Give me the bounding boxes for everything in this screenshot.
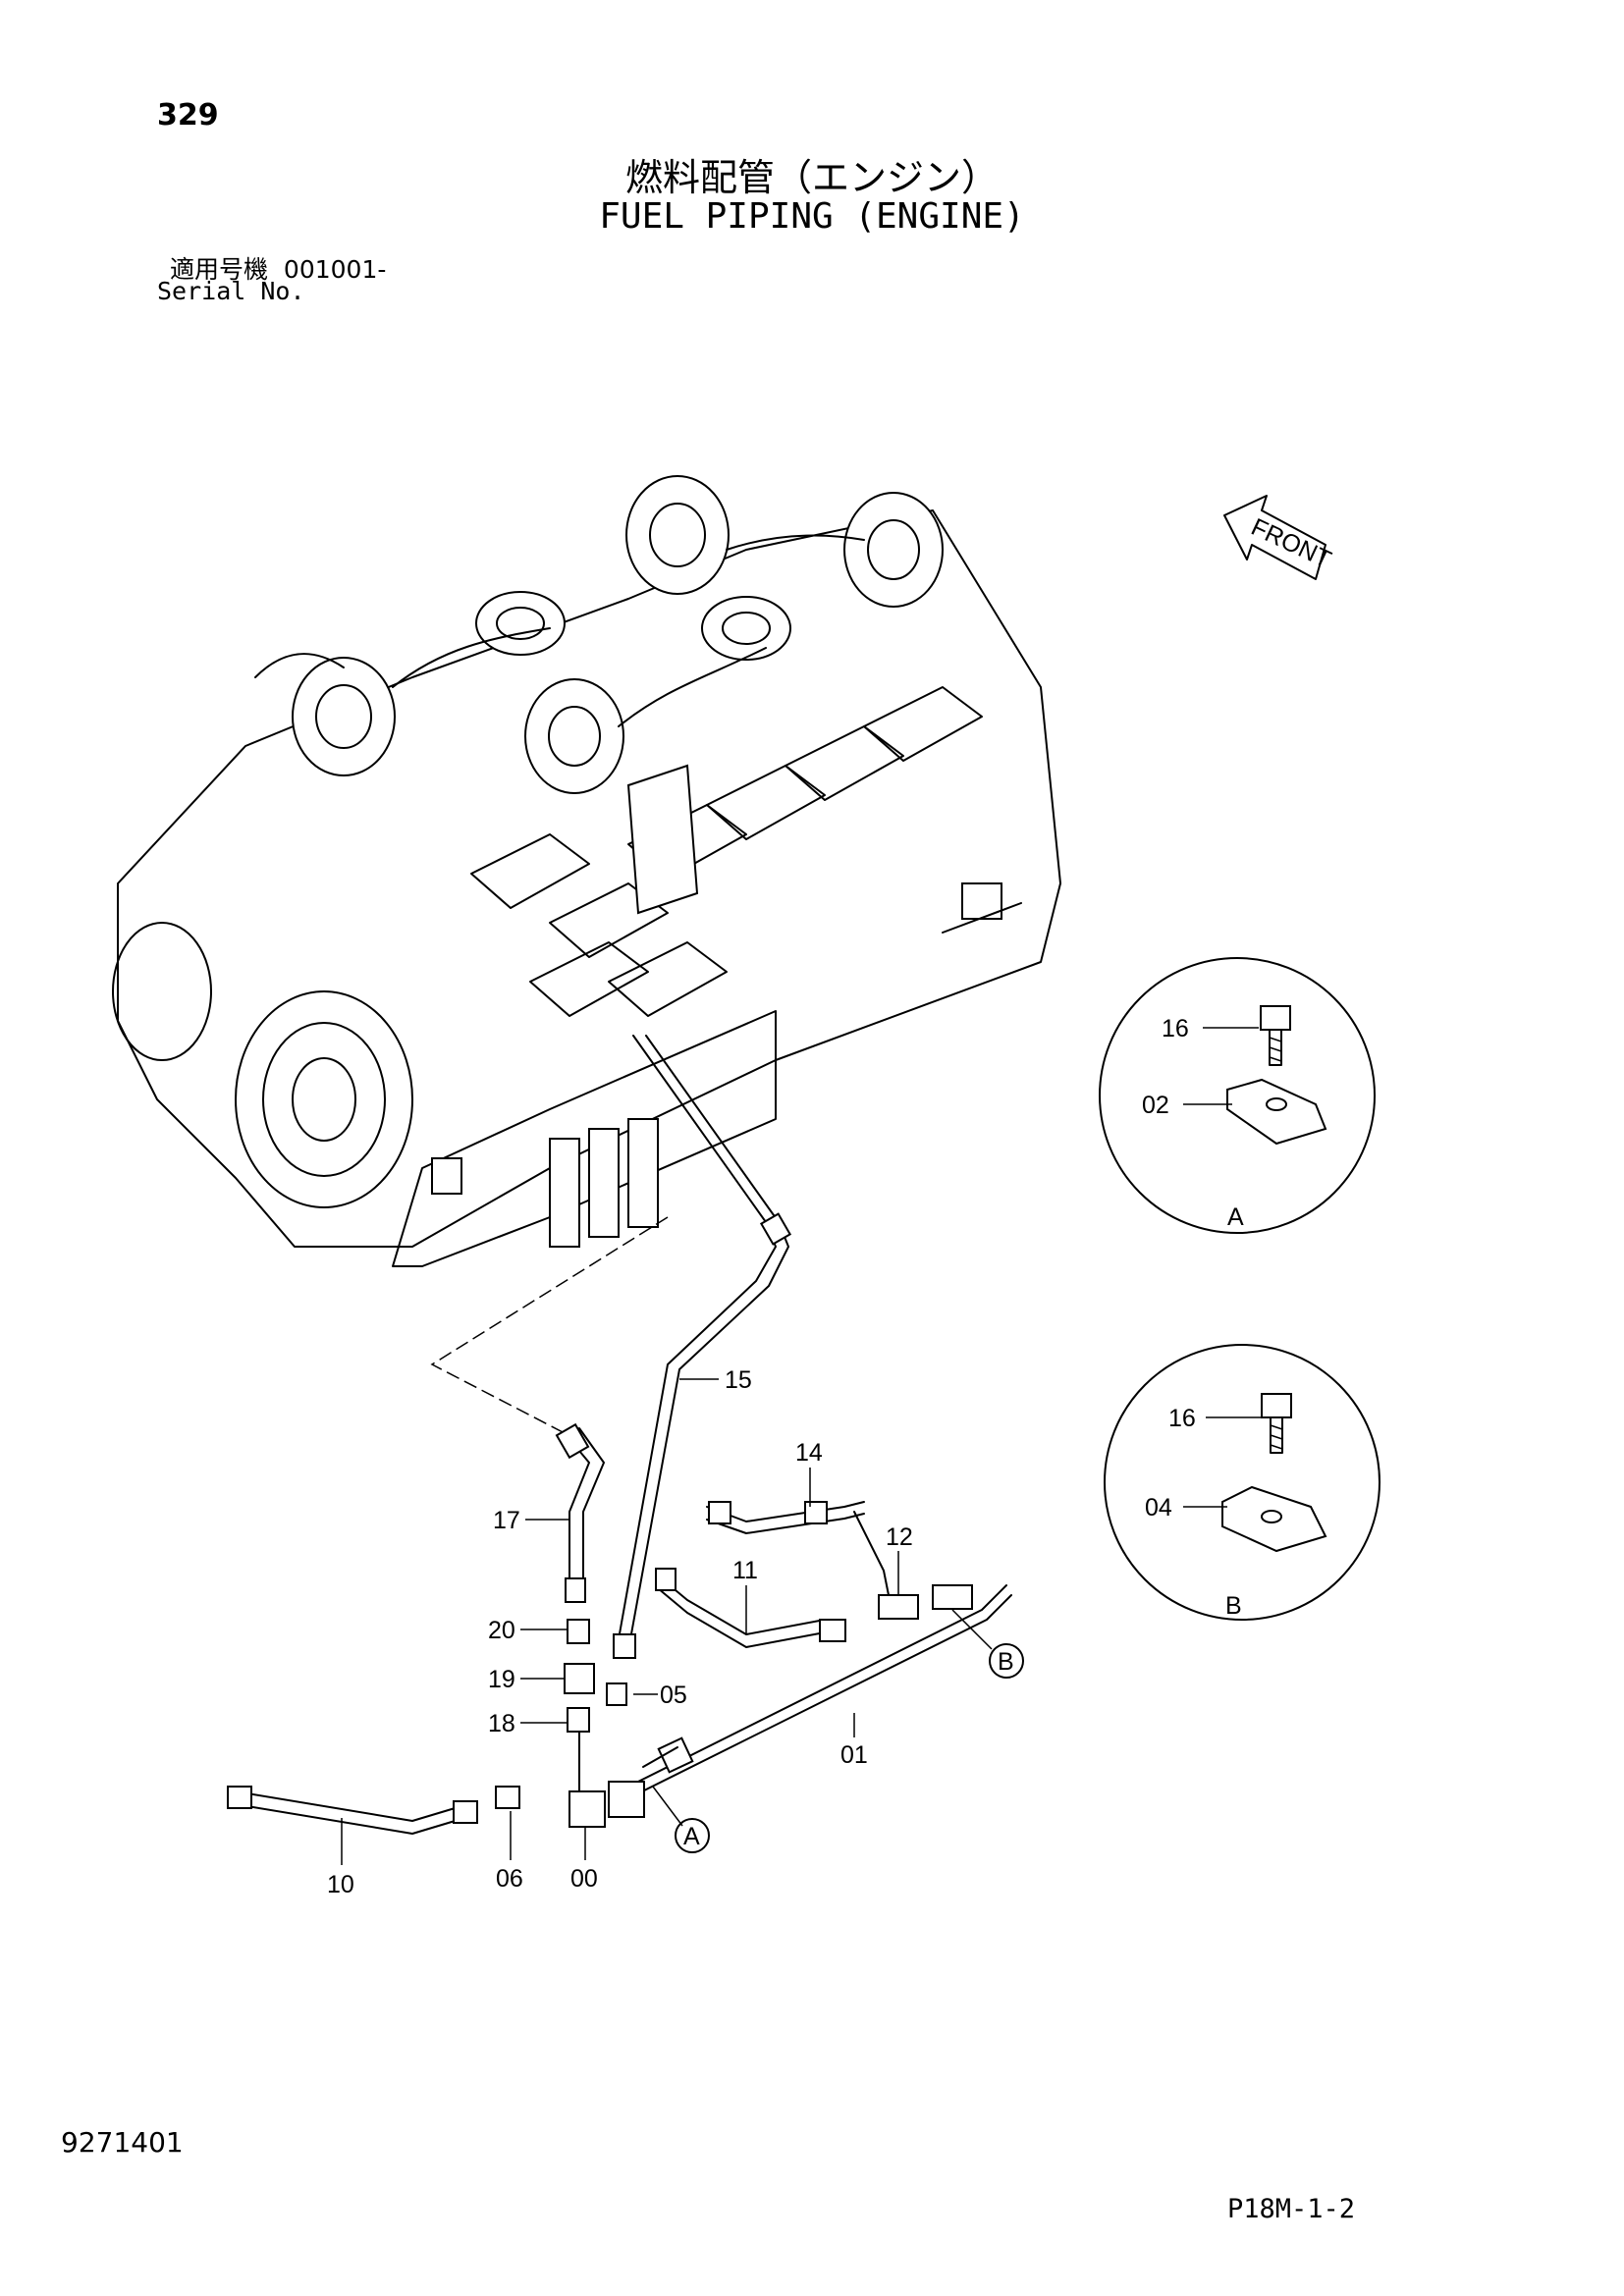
detail-a: 16 02 A xyxy=(1099,957,1376,1234)
serial-label-english: Serial No. xyxy=(157,277,305,305)
serial-label-japanese: 適用号機 001001- xyxy=(170,250,386,286)
front-label: FRONT xyxy=(1247,513,1335,574)
fuel-pipes xyxy=(227,1035,1012,1835)
detail-a-label: A xyxy=(1227,1203,1244,1231)
callout-19: 19 xyxy=(488,1666,515,1693)
callout-leaders xyxy=(341,1378,993,1865)
callout-14: 14 xyxy=(795,1439,823,1467)
callout-05: 05 xyxy=(660,1682,687,1709)
ref-marker-a-label: A xyxy=(683,1823,700,1850)
serial-label-jp-text: 適用号機 xyxy=(170,255,269,284)
detail-b-callout-16: 16 xyxy=(1168,1405,1196,1432)
ref-marker-b-label: B xyxy=(998,1648,1014,1676)
ref-marker-b: B xyxy=(989,1643,1024,1679)
callout-20: 20 xyxy=(488,1617,515,1644)
callout-10: 10 xyxy=(327,1871,354,1898)
callout-00: 00 xyxy=(570,1865,598,1893)
title-english: FUEL PIPING (ENGINE) xyxy=(599,196,1025,237)
callout-18: 18 xyxy=(488,1710,515,1737)
engine-illustration xyxy=(112,475,1061,1434)
page-number: 329 xyxy=(157,98,219,133)
detail-b: 16 04 B xyxy=(1104,1344,1380,1621)
detail-b-label: B xyxy=(1225,1592,1242,1620)
callout-15: 15 xyxy=(725,1366,752,1394)
serial-value: 001001- xyxy=(283,255,387,284)
front-direction-marker: FRONT xyxy=(1223,495,1335,580)
callout-01: 01 xyxy=(840,1741,868,1769)
callout-17: 17 xyxy=(493,1507,520,1534)
title-japanese: 燃料配管（エンジン） xyxy=(624,156,999,199)
detail-a-callout-02: 02 xyxy=(1142,1092,1169,1119)
callout-12: 12 xyxy=(886,1523,913,1551)
callout-11: 11 xyxy=(732,1557,758,1584)
callout-06: 06 xyxy=(496,1865,523,1893)
detail-b-callout-04: 04 xyxy=(1145,1494,1172,1522)
callout-labels: 15 14 12 11 17 20 19 05 18 01 10 06 00 xyxy=(327,1366,913,1898)
sheet-code: P18M-1-2 xyxy=(1227,2194,1356,2224)
ref-marker-a: A xyxy=(675,1818,710,1853)
detail-a-callout-16: 16 xyxy=(1162,1015,1189,1042)
document-number: 9271401 xyxy=(61,2126,184,2159)
